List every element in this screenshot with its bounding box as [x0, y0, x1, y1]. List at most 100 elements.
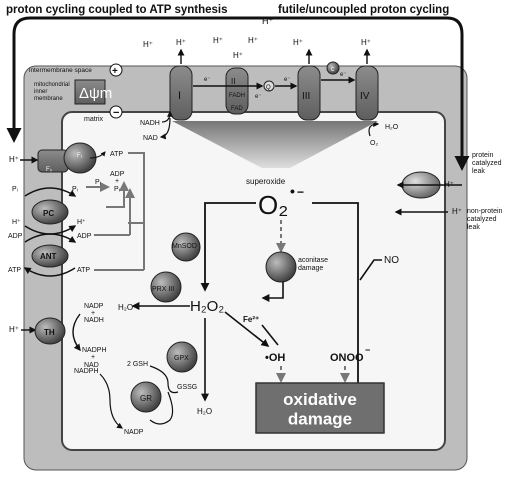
th-arrow	[72, 313, 81, 352]
gr-label: GR	[140, 394, 152, 403]
superoxide-cone	[172, 121, 378, 168]
fe-label: Fe²⁺	[243, 315, 259, 324]
h-top-6: H⁺	[293, 38, 303, 47]
intermembrane-label: intermembrane space	[29, 67, 92, 74]
fad-label: FAD	[231, 106, 243, 112]
th-nadh: NADH	[84, 317, 104, 324]
nadh-arrow	[161, 110, 173, 123]
gssg-label: GSSG	[177, 384, 197, 391]
onoo-minus: −	[365, 345, 370, 355]
h2o-prx: H₂O	[118, 303, 133, 312]
q-label: Q	[266, 85, 271, 91]
o2-radical-minus: −	[297, 185, 304, 199]
superoxide-label: superoxide	[246, 177, 286, 186]
f0-subunit	[37, 149, 69, 173]
oxidative-damage-box	[255, 382, 385, 434]
o2-arrow	[368, 121, 380, 137]
pi1: Pᵢ	[114, 186, 120, 193]
onoo-label: ONOO	[330, 352, 364, 364]
aconitase-fe	[261, 282, 284, 302]
top-proton: H⁺	[262, 16, 273, 26]
e-label-4: e⁻	[340, 72, 347, 78]
adp1: ADP	[110, 171, 125, 178]
o2-radical-dot: •	[290, 183, 295, 199]
atp-left: ATP	[8, 267, 21, 274]
ant-label: ANT	[40, 252, 57, 261]
pi-right: Pᵢ	[72, 186, 78, 193]
complex-I	[169, 65, 193, 121]
th-label: TH	[44, 328, 55, 337]
h-top-1: H⁺	[143, 40, 153, 49]
h-top-2: H⁺	[176, 38, 186, 47]
aconitase	[265, 251, 297, 283]
oh-label: •OH	[265, 352, 285, 364]
atp-synthase-h: H⁺	[9, 155, 19, 164]
nad-label: NAD	[143, 135, 158, 142]
adp-left: ADP	[8, 233, 23, 240]
plus1: +	[115, 178, 119, 185]
th-nadph: NADPH	[82, 347, 107, 354]
gpx-label: GPX	[174, 355, 189, 362]
delta-psi-box	[74, 79, 106, 105]
h-top-4: H⁺	[233, 51, 243, 60]
plus-sign	[109, 63, 123, 77]
h-top-7: H⁺	[361, 38, 371, 47]
h2o-gpx: H₂O	[197, 407, 212, 416]
atp-export-line	[128, 152, 145, 224]
pi-out: Pᵢ	[95, 179, 101, 186]
h-pc-right: H⁺	[77, 219, 86, 226]
nadph-label: NADPH	[74, 368, 99, 375]
complex-III-label: III	[302, 91, 310, 102]
prx-label: PRX III	[152, 286, 174, 293]
no-arrow	[359, 259, 382, 281]
nadp-label: NADP	[124, 429, 144, 436]
to-no	[312, 202, 363, 392]
right-title: futile/uncoupled proton cycling	[278, 4, 449, 16]
h2o2-label: H₂O₂	[190, 298, 224, 315]
c-label: c	[331, 66, 335, 73]
pc-label: PC	[43, 209, 54, 218]
h-top-3: H⁺	[213, 36, 223, 45]
ant-arc-top	[24, 233, 77, 243]
delta-psi: Δψm	[79, 85, 112, 102]
fadh-label: FADH	[229, 93, 245, 99]
prx3	[150, 271, 182, 303]
plus-text: +	[112, 66, 118, 77]
complex-II-label: II	[231, 77, 235, 86]
mnsod	[171, 232, 201, 262]
minus-text: −	[113, 107, 119, 119]
e-label-2: e⁻	[255, 94, 262, 100]
nad-arrow	[159, 117, 171, 140]
f1-arrow	[89, 151, 106, 159]
pi-left: Pᵢ	[12, 186, 18, 193]
gr-cycle2	[149, 391, 174, 425]
ant-arc-bot	[23, 267, 76, 277]
complex-IV	[355, 65, 379, 121]
ubiquinone	[263, 80, 275, 92]
adp-import-line	[106, 181, 129, 208]
complex-I-label: I	[178, 90, 181, 102]
e-label-3: e⁻	[284, 77, 291, 83]
to-h2o2	[200, 202, 256, 292]
cytochrome-c	[326, 61, 340, 75]
gr-cycle	[99, 373, 123, 429]
th-transporter	[34, 317, 66, 345]
th-h: H⁺	[9, 325, 19, 334]
gsh-label: 2 GSH	[127, 361, 148, 368]
gr	[130, 381, 162, 413]
pc-transporter	[31, 199, 69, 225]
left-title: proton cycling coupled to ATP synthesis	[6, 4, 228, 16]
gsh-cycle	[149, 365, 179, 394]
complex-II	[225, 67, 249, 115]
e-label-1: e⁻	[204, 77, 211, 83]
ant-transporter	[31, 244, 69, 268]
h-top-5: H⁺	[248, 36, 258, 45]
h2o2-to-oh	[224, 311, 270, 347]
atp1: ATP	[110, 151, 123, 158]
th-plus2: +	[91, 354, 95, 361]
